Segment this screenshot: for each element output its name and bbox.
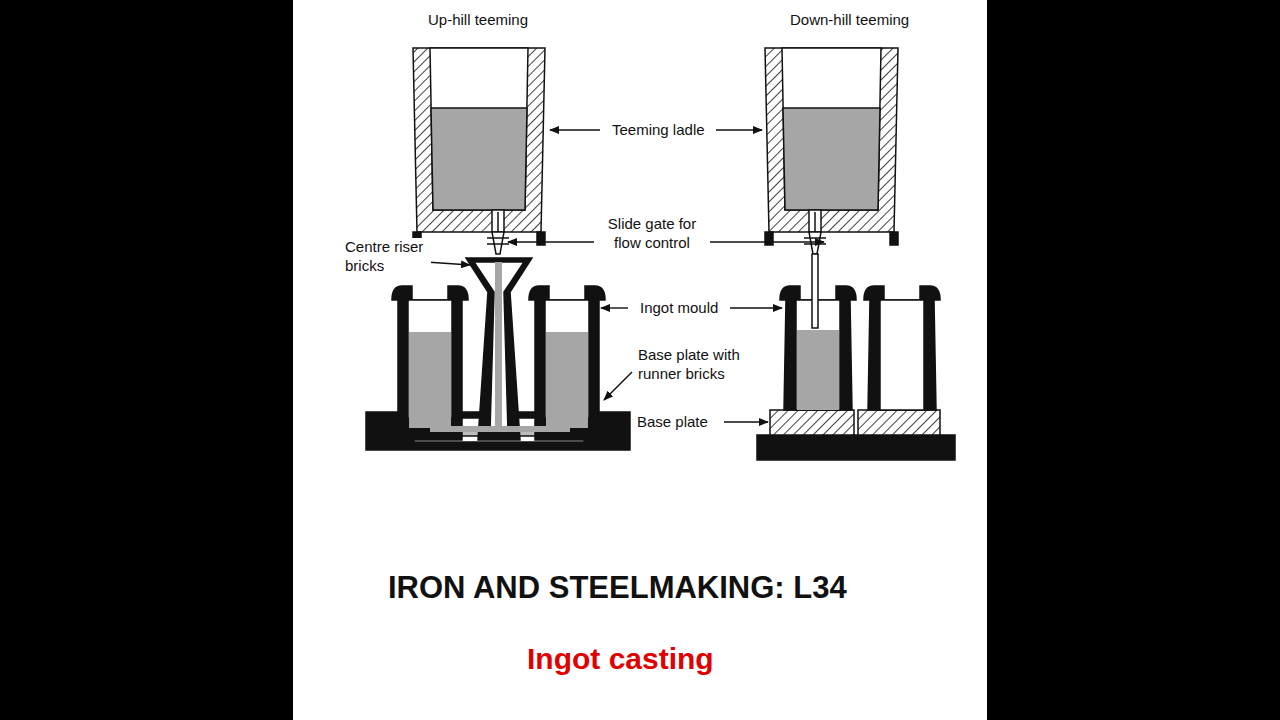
section-heading: Down-hill teeming <box>788 11 911 30</box>
uphill-casting-set <box>366 258 630 450</box>
lecture-caption: Ingot casting <box>525 640 716 678</box>
leader-arrows <box>426 130 824 422</box>
part-label: Ingot mould <box>638 299 720 318</box>
teeming-ladle-right <box>765 48 898 254</box>
lecture-title: IRON AND STEELMAKING: L34 <box>386 569 849 608</box>
downhill-casting-set <box>757 254 955 460</box>
part-label: Centre riser bricks <box>343 238 431 276</box>
section-heading: Up-hill teeming <box>426 11 530 30</box>
part-label: Base plate with runner bricks <box>636 346 762 384</box>
teeming-ladle-left <box>413 48 545 254</box>
part-label: Slide gate for flow control <box>594 215 710 253</box>
part-label: Base plate <box>635 413 710 432</box>
part-label: Teeming ladle <box>610 121 707 140</box>
